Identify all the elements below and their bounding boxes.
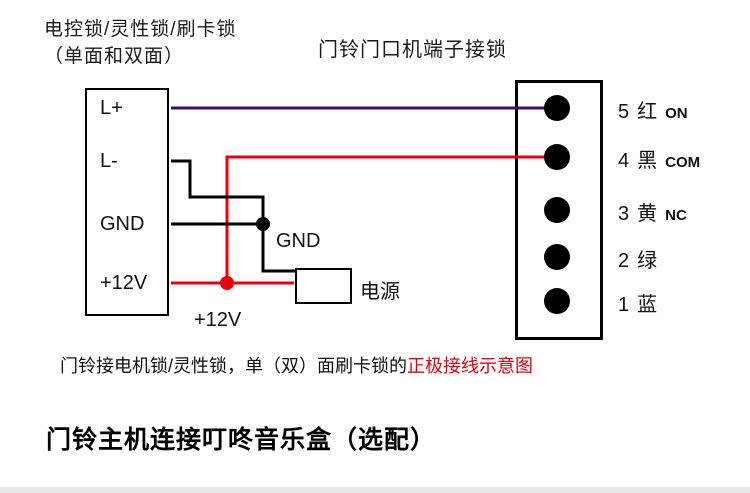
plus12v-junction-dot (220, 276, 234, 290)
gnd-junction-dot (256, 217, 270, 231)
wire-lminus-to-gnd-node (171, 159, 265, 224)
terminal-number: 1 (618, 294, 630, 316)
wire-12v-to-terminal4 (225, 155, 546, 283)
next-section-edge (0, 487, 750, 493)
gnd-node-label: GND (276, 230, 321, 252)
caption-red-text: 正极接线示意图 (407, 356, 533, 376)
next-section-heading: 门铃主机连接叮咚音乐盒（选配） (46, 426, 437, 454)
terminal-color-name: 黄 (637, 203, 658, 225)
caption-black-text: 门铃接电机锁/灵性锁，单（双）面刷卡锁的 (60, 356, 407, 376)
terminal-color-name: 红 (637, 101, 658, 123)
power-supply-box (295, 268, 352, 304)
terminal-tag: COM (665, 154, 701, 171)
terminal-number: 4 (618, 150, 630, 172)
power-supply-label: 电源 (360, 281, 400, 303)
lock-type-title: 电控锁/灵性锁/刷卡锁 (44, 19, 237, 40)
terminal-panel-title: 门铃门口机端子接锁 (318, 39, 507, 61)
terminal-number: 2 (618, 250, 630, 272)
terminal-color-name: 黑 (637, 150, 658, 172)
terminal-block (515, 80, 603, 340)
terminal-tag: NC (665, 207, 687, 224)
lock-type-subtitle: （单面和双面） (44, 46, 185, 67)
plus12v-node-label: +12V (194, 309, 242, 331)
pin-label-12v: +12V (100, 272, 148, 294)
terminal-number: 3 (618, 203, 630, 225)
terminal-color-name: 绿 (637, 250, 658, 272)
lock-box: L+ L- GND +12V (85, 88, 169, 316)
terminal-tag: ON (665, 105, 688, 122)
terminal-number: 5 (618, 101, 630, 123)
pin-label-l-plus: L+ (100, 97, 123, 119)
pin-label-l-minus: L- (100, 150, 118, 172)
diagram-caption: 门铃接电机锁/灵性锁，单（双）面刷卡锁的正极接线示意图 (60, 352, 533, 378)
terminal-color-name: 蓝 (637, 294, 658, 316)
pin-label-gnd: GND (100, 213, 145, 235)
